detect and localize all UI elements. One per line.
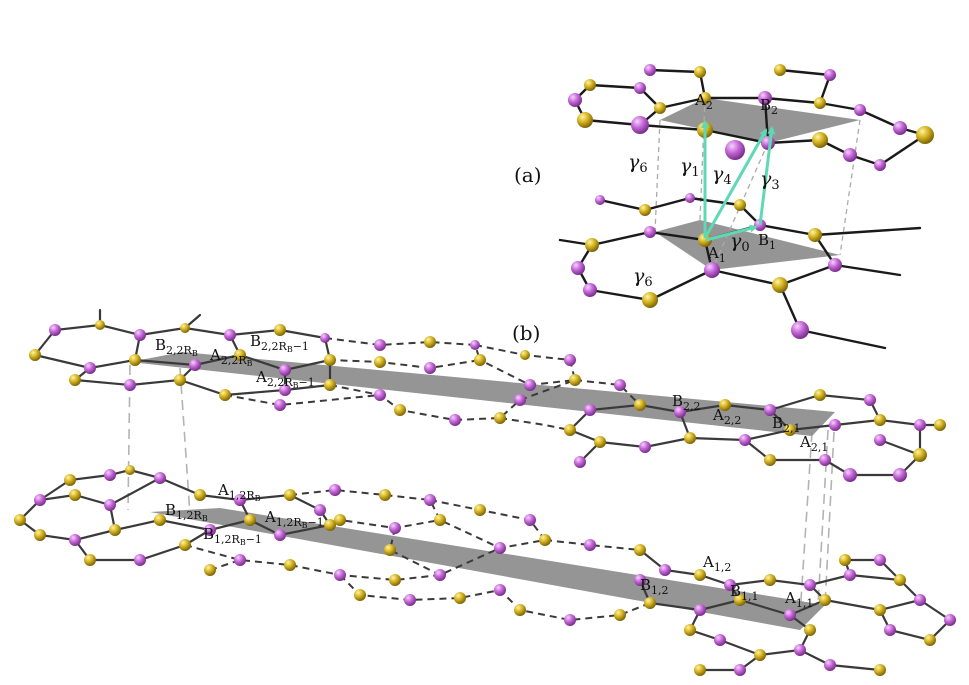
label-gamma0: γ0 [730, 230, 750, 255]
panel-a-hopping-arrows [701, 120, 776, 242]
gamma0-arrow [705, 224, 758, 242]
lower-layer-plane [150, 508, 825, 630]
panel-a-top-atoms [568, 64, 934, 171]
label-B1: B1 [758, 231, 776, 252]
gamma4-arrow [703, 128, 768, 239]
label-A-2-1: A2,1 [799, 433, 828, 454]
gamma3-arrow [758, 126, 776, 226]
label-gamma3: γ3 [760, 168, 780, 193]
upper-layer-plane [130, 352, 835, 436]
label-A-1-2RB: A1,2RB [217, 481, 261, 503]
panel-a: (a) A2 B2 A1 B1 γ0 γ1 γ3 γ4 γ6 γ6 [514, 64, 934, 350]
panel-a-bottom-bonds [558, 196, 922, 350]
lower-layer-atoms [14, 465, 956, 676]
panel-a-top-plane [660, 98, 860, 143]
label-B-2-2RB: B2,2RB [155, 336, 198, 358]
label-A-1-1: A1,1 [784, 589, 813, 610]
label-B-2-2: B2,2 [672, 392, 701, 413]
panel-b: (b) [14, 308, 956, 676]
label-gamma4: γ4 [712, 163, 732, 188]
label-A-2-2RB-1: A2,2RB−1 [255, 368, 315, 390]
upper-layer-atoms [29, 320, 946, 482]
label-B-2-1: B2,1 [772, 414, 801, 435]
label-A-1-2: A1,2 [702, 553, 731, 574]
label-A-2-2: A2,2 [712, 406, 741, 427]
panel-a-label: (a) [514, 163, 542, 187]
label-A2: A2 [694, 91, 713, 112]
label-gamma6-bottom: γ6 [633, 265, 653, 290]
label-B-2-2RB-1: B2,2RB−1 [250, 332, 309, 354]
label-B2: B2 [760, 96, 778, 117]
label-gamma1: γ1 [680, 155, 700, 180]
label-A-1-2RB-1: A1,2RB−1 [264, 508, 324, 530]
label-A1: A1 [707, 244, 726, 265]
panel-a-bottom-plane [655, 220, 840, 270]
label-B-1-2: B1,2 [640, 576, 669, 597]
label-B-1-2RB-1: B1,2RB−1 [203, 525, 262, 547]
label-A-2-2RB: A2,2RB [209, 346, 253, 368]
label-gamma6-top: γ6 [628, 151, 648, 176]
label-B-1-1: B1,1 [730, 582, 759, 603]
label-B-1-2RB: B1,2RB [165, 501, 208, 523]
panel-b-label: (b) [512, 321, 540, 345]
panel-a-bottom-atoms [571, 193, 842, 339]
